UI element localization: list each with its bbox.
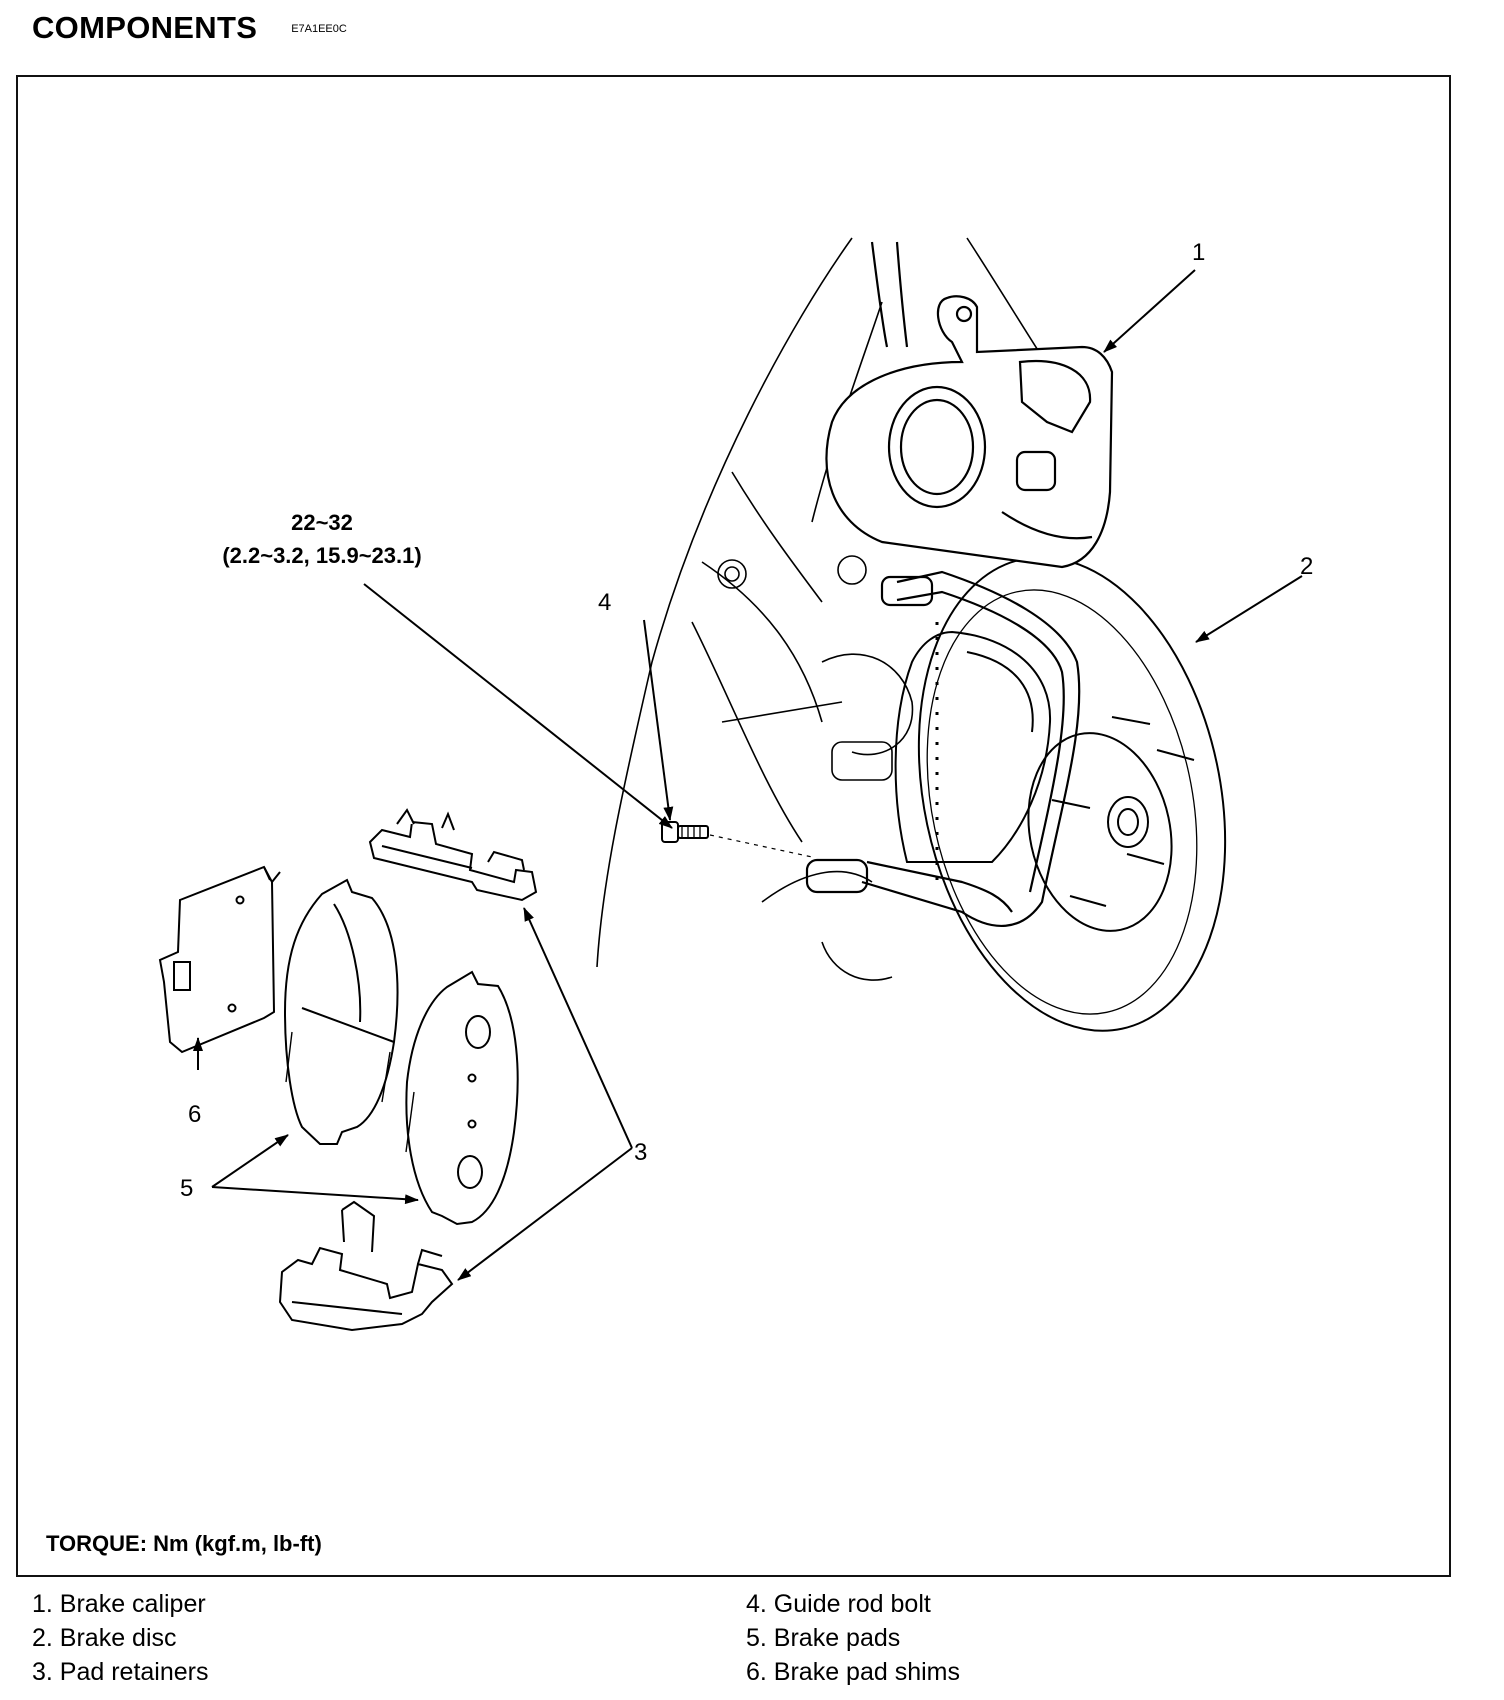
- pad-retainer-upper: [368, 808, 538, 902]
- leader-5b: [211, 1186, 419, 1205]
- torque-spec-nm: 22~32: [291, 510, 353, 535]
- callout-3: 3: [634, 1139, 647, 1166]
- legend-item: 1. Brake caliper: [32, 1590, 206, 1618]
- callout-6: 6: [188, 1101, 201, 1128]
- legend-item: 5. Brake pads: [746, 1624, 901, 1652]
- legend-right: 4. Guide rod bolt 5. Brake pads 6. Brake…: [746, 1587, 960, 1689]
- leader-3b: [457, 1147, 633, 1281]
- mounted-brake-pad: [894, 622, 1052, 882]
- brake-pad-shim: [158, 865, 281, 1054]
- brake-pad-right: [405, 970, 519, 1226]
- knuckle-background: [596, 237, 1053, 981]
- callout-5: 5: [180, 1175, 193, 1202]
- guide-rod-bolt: [661, 821, 813, 858]
- legend-item: 4. Guide rod bolt: [746, 1590, 931, 1618]
- page-header: COMPONENTS E7A1EE0C: [32, 10, 347, 50]
- legend-left: 1. Brake caliper 2. Brake disc 3. Pad re…: [32, 1587, 209, 1689]
- brake-disc: [917, 556, 1227, 1032]
- leader-5a: [211, 1134, 289, 1188]
- leader-lines: [193, 269, 1303, 1281]
- callout-4: 4: [598, 589, 611, 616]
- document-code: E7A1EE0C: [291, 23, 347, 35]
- brake-pad-left: [283, 878, 399, 1145]
- callout-labels: 1 2 3 4 5 6: [180, 239, 1313, 1202]
- leader-2: [1195, 575, 1303, 643]
- leader-1: [1103, 269, 1196, 353]
- brake-caliper: [825, 295, 1114, 569]
- legend-item: 3. Pad retainers: [32, 1658, 209, 1686]
- pad-retainer-lower: [278, 1200, 454, 1332]
- torque-spec: 22~32 (2.2~3.2, 15.9~23.1): [222, 510, 421, 568]
- page-title: COMPONENTS: [32, 10, 258, 45]
- diagram-frame: 1 2 3 4 5 6 22~32 (2.2~3.2, 15.9~23.1) T…: [16, 75, 1451, 1577]
- leader-3a: [523, 907, 633, 1149]
- legend-item: 6. Brake pad shims: [746, 1658, 960, 1686]
- torque-spec-alt: (2.2~3.2, 15.9~23.1): [222, 543, 421, 568]
- callout-2: 2: [1300, 553, 1313, 580]
- callout-1: 1: [1192, 239, 1205, 266]
- brake-assembly-diagram: 1 2 3 4 5 6 22~32 (2.2~3.2, 15.9~23.1): [158, 237, 1313, 1332]
- caliper-bracket: [805, 570, 1081, 928]
- torque-units-note: TORQUE: Nm (kgf.m, lb-ft): [46, 1531, 322, 1556]
- leader-torque: [363, 583, 673, 829]
- legend-item: 2. Brake disc: [32, 1624, 177, 1652]
- wheel-studs: [1051, 716, 1195, 907]
- leader-4: [643, 619, 674, 821]
